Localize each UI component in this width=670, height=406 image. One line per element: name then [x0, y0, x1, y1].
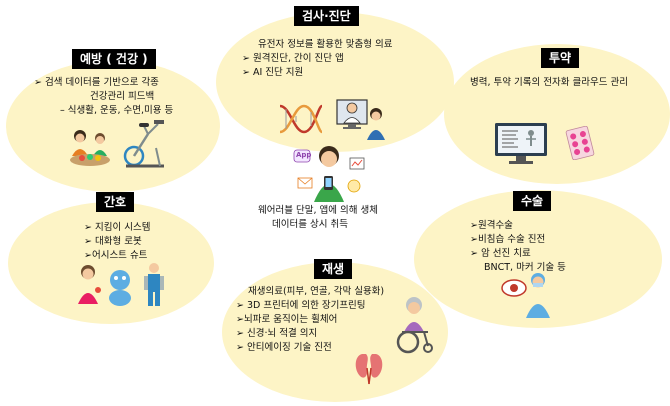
prevention-label: 예방 ( 건강 )	[72, 49, 156, 69]
center-line-2: 데이터를 상시 취득	[272, 219, 348, 230]
surgery-line-2: ➢비침습 수술 진전	[470, 234, 546, 245]
diagnosis-line-1: 유전자 정보를 활용한 맞춤형 의료	[258, 39, 393, 50]
surgery-line-1: ➢원격수술	[470, 220, 513, 231]
diagnosis-title: 검사·진단	[294, 6, 359, 26]
remote-diagnosis-icon	[336, 99, 385, 140]
dna-helix-icon	[279, 104, 323, 134]
kidney-icon	[355, 354, 383, 385]
app-icon-label: App	[296, 151, 312, 159]
surgery-line-4: BNCT, 마커 기술 등	[484, 262, 566, 273]
healthy-meal-icon	[70, 130, 110, 166]
regeneration-line-1: 재생의료(피부, 연골, 각막 실용화)	[248, 286, 385, 297]
medical-record-monitor-icon	[495, 123, 547, 164]
nursing-line-3: ➢어시스트 슈트	[84, 250, 148, 261]
wearable-user-icon	[293, 146, 365, 202]
prevention-line-1: ➢ 검색 데이터를 기반으로 각종	[34, 77, 159, 88]
nursing-line-1: ➢ 지킴이 시스템	[84, 222, 151, 233]
diagnosis-ellipse	[216, 12, 454, 152]
prevention-line-2: 건강관리 피드백	[90, 91, 155, 102]
nursing-ellipse	[8, 202, 214, 324]
surgery-label: 수술	[513, 191, 552, 211]
pill-pack-icon	[565, 126, 595, 160]
medication-label: 투약	[541, 48, 580, 68]
prevention-line-3: – 식생활, 운동, 수면,미용 등	[60, 105, 174, 116]
nursing-line-2: ➢ 대화형 로봇	[84, 236, 142, 247]
surgeon-icon	[501, 273, 550, 318]
regeneration-line-5: ➢ 안티에이징 기술 진전	[236, 342, 332, 353]
regeneration-line-4: ➢ 신경·뇌 적결 의지	[236, 328, 318, 339]
caregiver-robot-icon	[78, 263, 164, 306]
prevention-ellipse	[6, 60, 220, 192]
wheelchair-elder-icon	[396, 297, 433, 354]
diagnosis-line-3: ➢ AI 진단 지원	[242, 67, 304, 78]
diagnosis-line-2: ➢ 원격진단, 간이 진단 앱	[242, 53, 344, 64]
regeneration-label: 재생	[314, 259, 353, 279]
regeneration-line-2: ➢ 3D 프린터에 의한 장기프린팅	[236, 300, 366, 311]
medication-line-1: 병력, 투약 기록의 전자화 클라우드 관리	[470, 77, 628, 88]
regeneration-line-3: ➢뇌파로 움직이는 휠체어	[236, 314, 338, 325]
nursing-label: 간호	[96, 192, 135, 212]
exercise-bike-icon	[123, 120, 164, 168]
center-line-1: 웨어러블 단말, 앱에 의해 생체	[258, 205, 378, 216]
surgery-line-3: ➢ 암 선진 치료	[470, 248, 531, 259]
